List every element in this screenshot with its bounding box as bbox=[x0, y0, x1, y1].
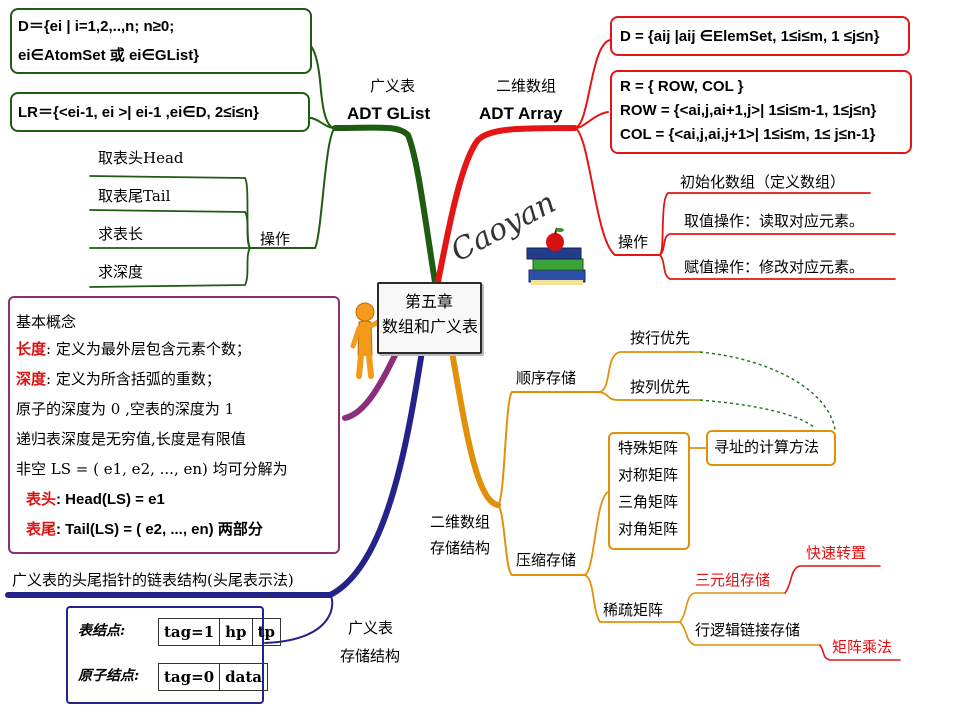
presenter-figure-icon bbox=[350, 302, 388, 379]
col-major[interactable]: 按列优先 bbox=[630, 378, 691, 396]
array-op-init[interactable]: 初始化数组（定义数组） bbox=[680, 173, 846, 191]
storage-array-branch-2: 存储结构 bbox=[430, 539, 491, 557]
sparse-matrix[interactable]: 稀疏矩阵 bbox=[603, 601, 664, 619]
glist-op-tail[interactable]: 取表尾Tail bbox=[98, 187, 171, 205]
glist-d-line1: D＝{ei | i=1,2,..,n; n≥0; bbox=[18, 18, 175, 35]
glist-d-definition[interactable]: D＝{ei | i=1,2,..,n; n≥0; ei∈AtomSet 或 ei… bbox=[10, 8, 312, 74]
glist-lr-text: LR＝{<ei-1, ei >| ei-1 ,ei∈D, 2≤i≤n} bbox=[18, 104, 259, 121]
glist-branch-cn: 广义表 bbox=[370, 77, 416, 95]
array-op-set[interactable]: 赋值操作：修改对应元素。 bbox=[684, 258, 865, 276]
center-line1: 第五章 bbox=[405, 292, 454, 311]
concepts-nonempty: 非空 LS = ( e1, e2, ..., en) 均可分解为 bbox=[16, 460, 288, 478]
array-branch-cn: 二维数组 bbox=[496, 77, 557, 95]
atom-node-cells: tag=0 data bbox=[158, 663, 269, 691]
array-d-definition[interactable]: D = {aij |aij ∈ElemSet, 1≤i≤m, 1 ≤j≤n} bbox=[610, 16, 910, 56]
row-linked-storage[interactable]: 行逻辑链接存储 bbox=[695, 621, 801, 639]
glist-d-line2: ei∈AtomSet 或 ei∈GList} bbox=[18, 47, 200, 64]
matrix-multiplication[interactable]: 矩阵乘法 bbox=[832, 638, 893, 656]
sequential-storage[interactable]: 顺序存储 bbox=[516, 369, 577, 387]
cell-tag1: tag=1 bbox=[159, 619, 221, 645]
depth-text: : 定义为所含括弧的重数； bbox=[46, 370, 221, 388]
node-atom-label: 原子结点: bbox=[78, 668, 140, 684]
symmetric-matrix: 对称矩阵 bbox=[618, 466, 679, 484]
glist-branch-en: ADT GList bbox=[347, 104, 431, 123]
concepts-recursive: 递归表深度是无穷值,长度是有限值 bbox=[16, 430, 246, 448]
array-branch-en: ADT Array bbox=[479, 104, 563, 123]
glist-op-length[interactable]: 求表长 bbox=[98, 225, 144, 243]
node-structure-box[interactable]: 表结点: tag=1 hp tp 原子结点: tag=0 data bbox=[66, 606, 281, 704]
node-table-label: 表结点: bbox=[78, 623, 126, 639]
books-apple-icon bbox=[526, 227, 586, 285]
special-matrix: 特殊矩阵 bbox=[618, 439, 679, 457]
depth-label: 深度 bbox=[16, 370, 47, 388]
glist-op-depth[interactable]: 求深度 bbox=[98, 263, 144, 281]
head-text: : Head(LS) = e1 bbox=[56, 491, 165, 508]
concepts-box[interactable]: 基本概念 长度: 定义为最外层包含元素个数； 深度: 定义为所含括弧的重数； 原… bbox=[8, 296, 340, 554]
head-label: 表头 bbox=[26, 490, 57, 508]
array-op-get[interactable]: 取值操作：读取对应元素。 bbox=[684, 212, 865, 230]
row-major[interactable]: 按行优先 bbox=[630, 329, 691, 347]
tail-label: 表尾 bbox=[26, 520, 57, 538]
center-topic[interactable]: 第五章 数组和广义表 bbox=[377, 282, 482, 354]
length-text: : 定义为最外层包含元素个数； bbox=[46, 340, 251, 358]
storage-glist-branch-2: 存储结构 bbox=[340, 647, 401, 665]
array-r-definition[interactable]: R = { ROW, COL } ROW = {<ai,j,ai+1,j>| 1… bbox=[610, 70, 912, 154]
center-line2: 数组和广义表 bbox=[382, 317, 479, 336]
concepts-length: 长度: 定义为最外层包含元素个数； bbox=[16, 340, 251, 358]
array-ops-label: 操作 bbox=[618, 233, 649, 251]
cell-tp: tp bbox=[257, 623, 275, 641]
triple-storage[interactable]: 三元组存储 bbox=[695, 571, 771, 589]
concepts-tail: 表尾: Tail(LS) = ( e2, ..., en) 两部分 bbox=[26, 520, 263, 538]
triangular-matrix: 三角矩阵 bbox=[618, 493, 679, 511]
compressed-storage[interactable]: 压缩存储 bbox=[516, 551, 577, 569]
cell-data: data bbox=[225, 668, 263, 686]
storage-array-branch-1: 二维数组 bbox=[430, 513, 491, 531]
array-main-branch bbox=[435, 125, 578, 285]
glist-ops-label: 操作 bbox=[260, 230, 291, 248]
table-node-cells: tag=1 hp tp bbox=[158, 618, 281, 646]
array-r-line3: COL = {<ai,j,ai,j+1>| 1≤i≤m, 1≤ j≤n-1} bbox=[620, 126, 876, 143]
storage-glist-branch-1: 广义表 bbox=[348, 619, 394, 637]
concepts-title: 基本概念 bbox=[16, 313, 77, 331]
storage-glist-headline: 广义表的头尾指针的链表结构(头尾表示法) bbox=[12, 571, 294, 589]
glist-lr-definition[interactable]: LR＝{<ei-1, ei >| ei-1 ,ei∈D, 2≤i≤n} bbox=[10, 92, 310, 132]
special-matrix-box[interactable]: 特殊矩阵 对称矩阵 三角矩阵 对角矩阵 bbox=[608, 432, 690, 550]
cell-hp: hp bbox=[220, 619, 253, 645]
array-r-line2: ROW = {<ai,j,ai+1,j>| 1≤i≤m-1, 1≤j≤n} bbox=[620, 102, 877, 119]
address-calc-text: 寻址的计算方法 bbox=[714, 438, 820, 456]
concepts-head: 表头: Head(LS) = e1 bbox=[26, 490, 165, 508]
glist-main-branch bbox=[332, 124, 438, 285]
length-label: 长度 bbox=[16, 340, 47, 358]
diagonal-matrix: 对角矩阵 bbox=[618, 520, 679, 538]
concepts-depth: 深度: 定义为所含括弧的重数； bbox=[16, 370, 221, 388]
concepts-atom-depth: 原子的深度为 0 ,空表的深度为 1 bbox=[16, 400, 235, 418]
array-d-text: D = {aij |aij ∈ElemSet, 1≤i≤m, 1 ≤j≤n} bbox=[620, 28, 880, 45]
fast-transpose[interactable]: 快速转置 bbox=[806, 544, 867, 562]
tail-text: : Tail(LS) = ( e2, ..., en) 两部分 bbox=[56, 521, 263, 538]
array-r-line1: R = { ROW, COL } bbox=[620, 78, 744, 95]
address-calc-box[interactable]: 寻址的计算方法 bbox=[706, 430, 836, 466]
glist-op-head[interactable]: 取表头Head bbox=[98, 149, 184, 167]
cell-tag0: tag=0 bbox=[159, 664, 221, 690]
